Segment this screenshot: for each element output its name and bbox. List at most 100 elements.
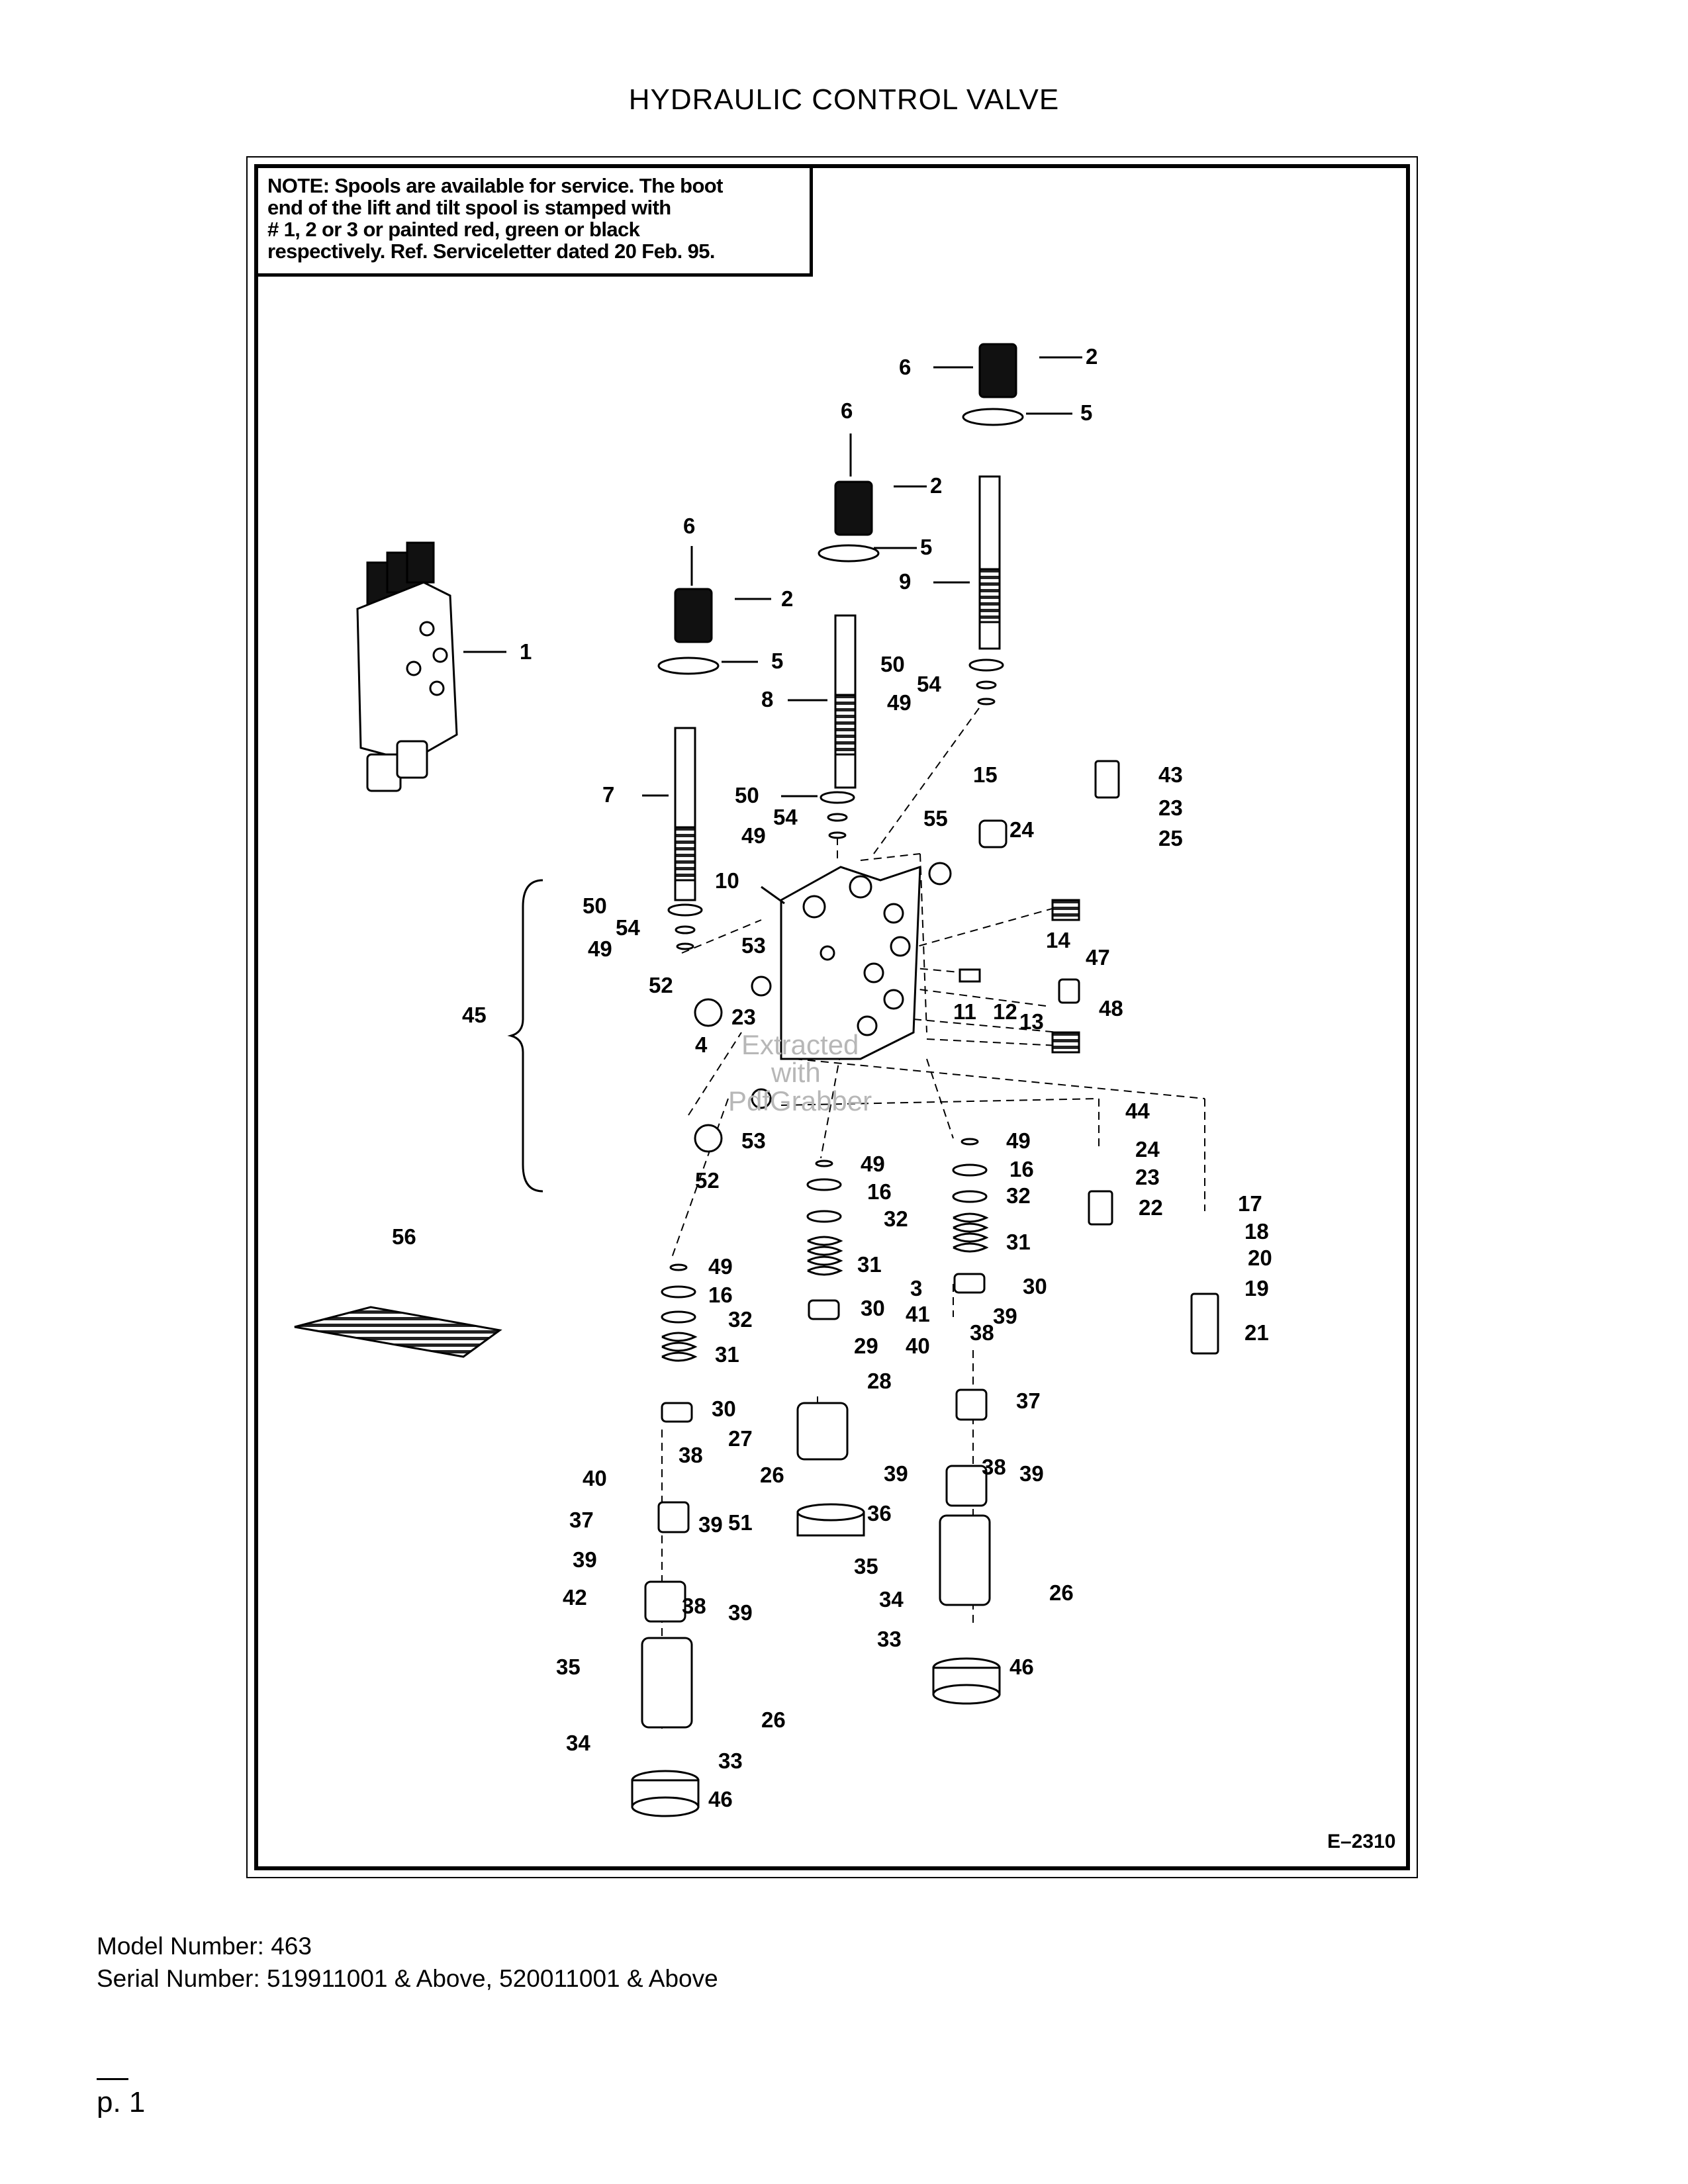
callout-9: 9: [899, 569, 911, 594]
callout-49: 49: [708, 1254, 733, 1279]
footer-rule: [97, 2078, 128, 2080]
callout-54: 54: [773, 805, 798, 829]
callout-39: 39: [1019, 1461, 1044, 1486]
callout-18: 18: [1244, 1219, 1269, 1244]
callout-30: 30: [712, 1396, 736, 1421]
callout-4: 4: [695, 1032, 708, 1057]
callout-46: 46: [1009, 1655, 1034, 1679]
callout-49: 49: [887, 690, 912, 715]
assembly-lines: [661, 707, 1205, 1734]
callout-21: 21: [1244, 1320, 1269, 1345]
callout-6: 6: [683, 514, 695, 538]
callout-2: 2: [781, 586, 793, 611]
spring-stacks: [661, 1138, 989, 1423]
callout-44: 44: [1125, 1099, 1150, 1123]
callout-23: 23: [731, 1005, 756, 1029]
seal-stacks: [667, 659, 1004, 950]
callout-37: 37: [1016, 1388, 1041, 1413]
page-number: p. 1: [97, 2086, 146, 2118]
note-line: respectively. Ref. Serviceletter dated 2…: [267, 240, 715, 263]
callout-46: 46: [708, 1787, 733, 1811]
callout-50: 50: [735, 783, 759, 807]
callout-17: 17: [1238, 1191, 1262, 1216]
callout-50: 50: [880, 652, 905, 676]
callout-38: 38: [682, 1594, 706, 1618]
exploded-parts-diagram: 1 6 2 5 6 2 5 9 6 2 5 50 54 49 8 7 50 54…: [294, 343, 1272, 1817]
callout-25: 25: [1158, 826, 1183, 850]
callout-27: 27: [728, 1426, 753, 1451]
callouts: 1 6 2 5 6 2 5 9 6 2 5 50 54 49 8 7 50 54…: [392, 344, 1272, 1811]
callout-10: 10: [715, 868, 739, 893]
page-title: HYDRAULIC CONTROL VALVE: [628, 83, 1060, 116]
callout-6: 6: [841, 398, 853, 423]
callout-39: 39: [698, 1512, 723, 1537]
callout-53: 53: [741, 1128, 766, 1153]
watermark-line: Extracted: [741, 1029, 859, 1060]
callout-26: 26: [1049, 1580, 1074, 1605]
note-line: # 1, 2 or 3 or painted red, green or bla…: [267, 218, 640, 241]
figure-code: E–2310: [1327, 1831, 1396, 1852]
callout-37: 37: [569, 1508, 594, 1532]
callout-28: 28: [867, 1369, 892, 1393]
callout-47: 47: [1086, 945, 1110, 970]
watermark-line: with: [771, 1057, 821, 1088]
callout-33: 33: [877, 1627, 902, 1651]
serial-number: Serial Number: 519911001 & Above, 520011…: [97, 1965, 718, 1992]
callout-5: 5: [1080, 400, 1092, 425]
valve-assembly-overview: [356, 541, 458, 792]
callout-49: 49: [861, 1152, 885, 1176]
callout-49: 49: [1006, 1128, 1031, 1153]
callout-20: 20: [1248, 1246, 1272, 1270]
note-line: end of the lift and tilt spool is stampe…: [267, 196, 671, 219]
callout-49: 49: [741, 823, 766, 848]
callout-34: 34: [566, 1731, 590, 1755]
callout-43: 43: [1158, 762, 1183, 787]
callout-54: 54: [917, 672, 941, 696]
callout-52: 52: [649, 973, 673, 997]
callout-5: 5: [771, 649, 783, 673]
callout-2: 2: [1086, 344, 1098, 369]
callout-50: 50: [583, 893, 607, 918]
valve-body: [780, 865, 921, 1060]
callout-16: 16: [867, 1179, 892, 1204]
callout-41: 41: [906, 1302, 930, 1326]
callout-16: 16: [1009, 1157, 1034, 1181]
callout-24: 24: [1135, 1137, 1160, 1161]
callout-36: 36: [867, 1501, 892, 1525]
callout-26: 26: [761, 1707, 786, 1732]
callout-35: 35: [854, 1554, 878, 1578]
callout-35: 35: [556, 1655, 581, 1679]
model-number: Model Number: 463: [97, 1933, 312, 1960]
spools: [674, 475, 1001, 901]
detent-components: [631, 1388, 1001, 1817]
callout-34: 34: [879, 1587, 904, 1612]
callout-56: 56: [392, 1224, 416, 1249]
callout-51: 51: [728, 1510, 753, 1535]
callout-11: 11: [953, 999, 976, 1024]
group-brace: [507, 879, 543, 1193]
callout-24: 24: [1009, 817, 1034, 842]
callout-32: 32: [884, 1206, 908, 1231]
callout-49: 49: [588, 936, 612, 961]
callout-13: 13: [1019, 1009, 1044, 1034]
callout-1: 1: [520, 639, 532, 664]
spool-covers: [657, 343, 1024, 675]
port-fittings: [694, 760, 1219, 1355]
callout-40: 40: [583, 1466, 607, 1490]
callout-48: 48: [1099, 996, 1123, 1021]
callout-40: 40: [906, 1334, 930, 1358]
callout-6: 6: [899, 355, 911, 379]
figure-frame-outer: [246, 156, 1418, 1878]
callout-5: 5: [920, 535, 932, 559]
note-line: NOTE: Spools are available for service. …: [267, 174, 723, 197]
callout-31: 31: [1006, 1230, 1031, 1254]
callout-31: 31: [857, 1252, 882, 1277]
callout-53: 53: [741, 933, 766, 958]
callout-23: 23: [1135, 1165, 1160, 1189]
callout-8: 8: [761, 687, 773, 711]
callout-55: 55: [923, 806, 948, 831]
callout-23: 23: [1158, 796, 1183, 820]
callout-30: 30: [861, 1296, 885, 1320]
figure-frame: [254, 164, 1410, 1870]
callout-54: 54: [616, 915, 640, 940]
